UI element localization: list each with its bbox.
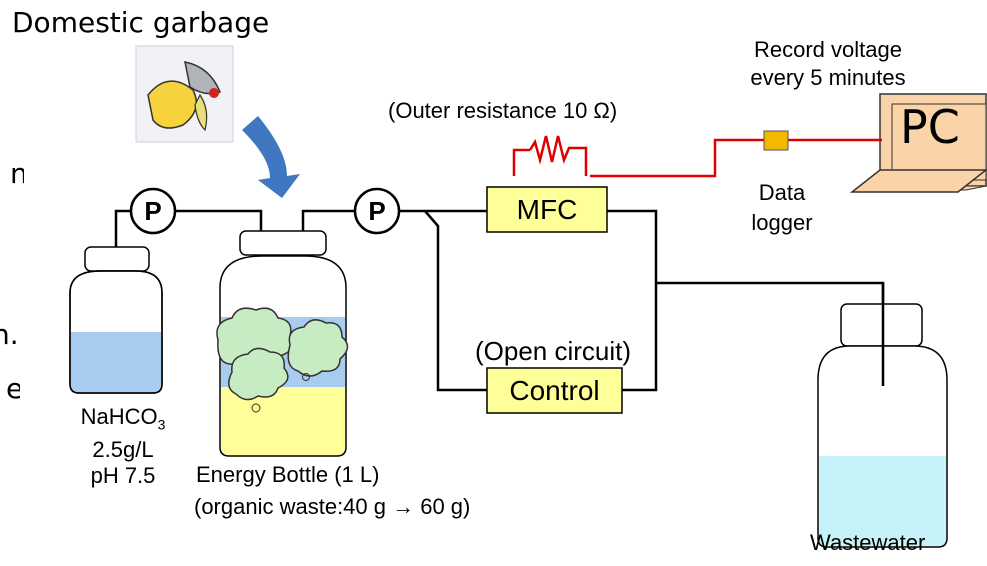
data-logger-box: [763, 130, 789, 151]
energy-bottle-label: Energy Bottle (1 L) (organic waste:40 g …: [194, 459, 470, 523]
pc-laptop-icon: [849, 93, 987, 193]
data-logger-label: Data logger: [742, 178, 822, 238]
red-wires: [512, 135, 882, 178]
organic-waste-label: (organic waste:40 g → 60 g): [194, 494, 471, 519]
microbe-flocs: [216, 307, 349, 401]
mfc-label: MFC: [516, 193, 578, 225]
pump-1-label: P: [144, 195, 162, 226]
pump-1: [129, 187, 177, 235]
nahco3-formula: NaHCO3: [58, 404, 188, 437]
energy-bottle: [216, 230, 349, 457]
control-box: [486, 367, 623, 414]
nahco3-concentration: 2.5g/L: [92, 437, 154, 463]
record-voltage-line1: Record voltage: [754, 37, 902, 62]
cutoff-text-1: n: [10, 157, 24, 190]
pump-2-label: P: [368, 195, 386, 226]
pc-label: PC: [900, 100, 960, 154]
nahco3-bottle: [69, 246, 163, 394]
nahco3-formula-text: NaHCO: [80, 404, 158, 429]
open-circuit-label: (Open circuit): [475, 336, 632, 366]
record-voltage-label: Record voltage every 5 minutes: [738, 36, 918, 92]
cutoff-text-2: n.: [0, 318, 26, 351]
record-voltage-line2: every 5 minutes: [750, 65, 906, 90]
outer-resistance-label: (Outer resistance 10 Ω): [388, 98, 618, 123]
energy-bottle-title: Energy Bottle (1 L): [196, 462, 380, 487]
nahco3-subscript: 3: [157, 416, 166, 433]
garbage-icon: [135, 45, 234, 143]
nahco3-ph: pH 7.5: [90, 463, 156, 489]
wastewater-label: Wastewater: [810, 530, 926, 555]
nahco3-label: NaHCO3 2.5g/L pH 7.5: [58, 404, 188, 489]
data-logger-line2: logger: [751, 210, 813, 235]
mfc-box: [486, 186, 608, 233]
data-logger-line1: Data: [758, 180, 806, 205]
wastewater-bottle: [817, 303, 948, 548]
input-arrow: [242, 116, 300, 198]
cutoff-text-3: e: [6, 372, 20, 405]
cutoff-text-2-span: n.: [0, 318, 19, 351]
control-label: Control: [509, 374, 600, 406]
page-title: Domestic garbage: [12, 6, 270, 39]
pump-2: [353, 187, 401, 235]
